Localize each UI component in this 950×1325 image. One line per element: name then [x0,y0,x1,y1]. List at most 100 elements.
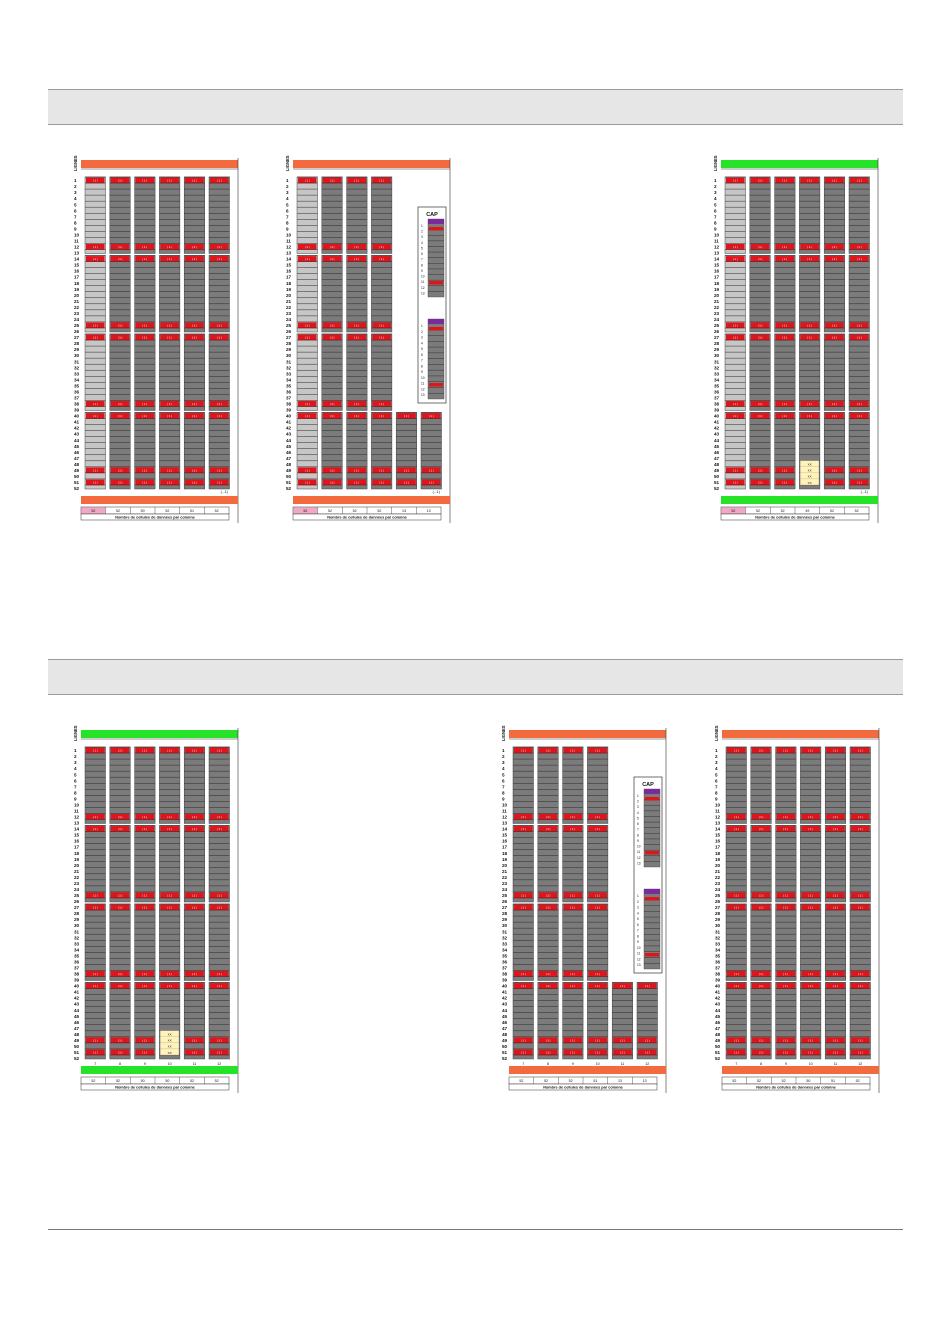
row-number: 45 [74,1014,80,1019]
row-number: 49 [74,1038,80,1043]
cell-mark: | 1 | [521,984,526,988]
row-number: 35 [286,383,292,388]
cell-mark: | 1 | [143,894,148,898]
row-number: 47 [502,1026,508,1031]
data-cell-red [538,1037,558,1044]
data-cell-red [110,1049,130,1056]
row-number: 41 [714,420,720,425]
row-number: 38 [286,402,292,407]
row-number: 29 [502,917,508,922]
column-block [84,255,106,333]
row-number: 6 [715,778,718,783]
cell-mark: | 1 | [118,827,123,831]
footer-count: 52 [91,1079,95,1083]
row-number: 42 [74,426,80,431]
column-block [512,982,534,1060]
corner-note: (...1) [221,490,228,494]
cap-row-number: 2 [421,230,423,234]
cell-mark: | 1 | [857,469,862,473]
data-cell-red [775,467,795,474]
row-number: 52 [715,1056,721,1061]
column-block [725,746,747,824]
data-cell-red [210,177,229,184]
cell-mark: | 1 | [759,815,764,819]
data-cell-red [801,971,820,977]
cell-mark: | 1 | [118,402,123,406]
footer-count-highlight [81,507,106,514]
row-number: 1 [74,178,77,183]
cap-row-number: 7 [637,828,639,832]
data-cell-red [801,747,820,754]
data-cell-red [775,177,795,184]
data-cell-red [850,401,869,407]
row-number: 37 [74,966,80,971]
cell-mark: | 1 | [758,257,763,261]
row-number: 14 [714,257,720,262]
data-cell-red [110,747,130,754]
data-cell-red [538,814,558,820]
row-number: 16 [74,269,80,274]
cell-mark: | 1 | [355,414,360,418]
column-block [208,746,230,824]
row-number: 50 [502,1044,508,1049]
cell-mark: | 1 | [808,815,813,819]
row-number: 37 [286,396,292,401]
row-number: 2 [74,754,77,759]
row-number: 36 [74,389,80,394]
column-block [159,176,181,254]
cell-mark: | 1 | [429,469,434,473]
row-number: 49 [715,1038,721,1043]
row-number: 25 [286,323,292,328]
row-number: 32 [714,365,720,370]
cell-mark: | 1 | [379,414,384,418]
column-block [848,176,870,254]
row-number: 10 [74,802,80,807]
column-block [724,255,746,333]
data-cell-red [86,826,105,832]
row-number: 43 [714,432,720,437]
row-number: 15 [714,263,720,268]
data-cell-red [347,334,367,341]
row-number: 6 [74,208,77,213]
row-number: 3 [74,760,77,765]
data-cell-red [210,892,229,899]
cap-header [644,789,660,794]
data-cell-red [135,401,155,407]
footer-count: 52 [830,509,834,513]
row-number: 5 [286,202,289,207]
row-number: 11 [74,809,79,814]
row-number: 4 [714,196,717,201]
cell-mark: | 1 | [167,749,172,753]
column-block [109,176,131,254]
column-block [824,982,846,1060]
row-number: 46 [715,1020,721,1025]
row-number: 26 [715,899,721,904]
cell-mark: | 1 | [93,245,98,249]
cell-mark: | 1 | [758,481,763,485]
data-cell-red [86,256,105,262]
cell-mark: | 1 | [118,324,123,328]
row-number: 6 [286,208,289,213]
row-number: 47 [715,1026,721,1031]
cell-mark: | 1 | [305,324,310,328]
row-number: 48 [286,462,292,467]
column-block [159,333,181,411]
column-block [84,333,106,411]
data-cell-red [727,814,746,820]
data-cell-red [776,983,796,989]
row-number: 7 [714,214,717,219]
cell-mark: | 1 | [93,257,98,261]
row-number: 23 [286,311,292,316]
cell-mark: | 1 | [379,469,384,473]
data-cell-red [775,479,795,486]
data-cell-red [135,826,155,832]
data-cell-red [751,892,771,899]
row-number: 11 [715,809,720,814]
column-block [824,825,846,903]
data-cell-red [825,479,844,486]
data-cell-red [135,244,155,250]
data-cell-red [826,826,845,832]
data-cell-red [322,322,342,329]
cell-mark: | 1 | [330,179,335,183]
data-cell-red [825,244,844,250]
